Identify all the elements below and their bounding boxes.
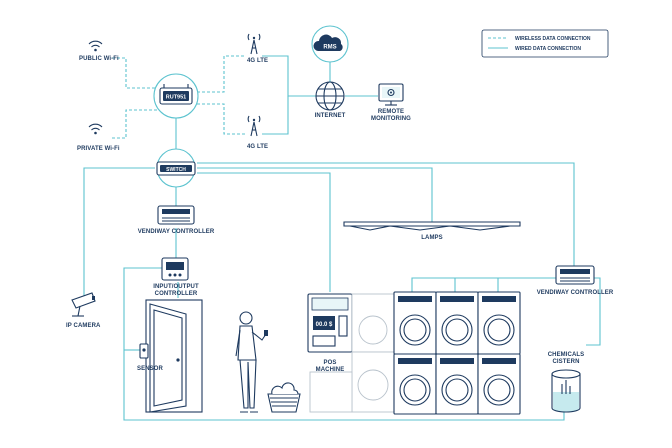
wire-io-sensor — [123, 267, 162, 350]
vendiway-controller-icon — [157, 205, 195, 225]
rms-label: RMS — [323, 45, 336, 51]
ip-camera-label: IP CAMERA — [66, 323, 101, 329]
chemicals-cistern-icon — [551, 369, 581, 413]
washer-6 — [477, 353, 521, 415]
wire-vendiway-chem — [586, 277, 601, 346]
washer-2 — [435, 291, 479, 355]
private-wifi-icon — [88, 123, 103, 135]
wire-bottom-bus — [123, 350, 565, 421]
legend-wired-label: WIRED DATA CONNECTION — [515, 46, 581, 52]
wire-lte-bottom-internet — [262, 96, 289, 135]
wireless-link-public-wifi — [112, 57, 158, 89]
legend-wireless-label: WIRELESS DATA CONNECTION — [515, 36, 591, 42]
vendiway-controller-right-icon — [555, 265, 595, 285]
person-icon — [235, 311, 268, 413]
lte-bottom-antenna-icon — [247, 115, 261, 137]
washer-machines — [393, 291, 521, 415]
legend: WIRELESS DATA CONNECTION WIRED DATA CONN… — [481, 29, 609, 58]
private-wifi-label: PRIVATE Wi-Fi — [77, 146, 120, 152]
pos-screen-value: 00.0 $ — [316, 322, 333, 328]
public-wifi-label: PUBLIC Wi-Fi — [79, 56, 119, 62]
washer-1 — [393, 291, 437, 355]
wire-vendiway-washer-1 — [411, 277, 556, 292]
washer-4 — [393, 353, 437, 415]
wire-switch-pos — [197, 172, 331, 292]
chemicals-label-1: CHEMICALS — [548, 352, 585, 358]
washer-5 — [435, 353, 479, 415]
chemicals-label-2: CISTERN — [552, 359, 579, 365]
io-controller-label-2: CONTROLLER — [155, 291, 198, 297]
wire-switch-camera — [83, 167, 155, 296]
wire-switch-vendiway-right — [197, 162, 575, 266]
router-device: RUT951 — [153, 73, 199, 119]
rms-cloud-icon: RMS — [311, 25, 349, 63]
switch-label: SWITCH — [166, 167, 186, 173]
laundry-basket-icon — [267, 382, 301, 413]
wireless-connections — [112, 55, 246, 139]
pos-machine-icon: 00.0 $ — [307, 293, 353, 353]
internet-globe-icon — [315, 81, 345, 111]
remote-monitoring-label-2: MONITORING — [371, 116, 411, 122]
lamps-label: LAMPS — [421, 235, 443, 241]
wired-connections — [83, 55, 601, 421]
wireless-link-lte-top — [192, 55, 246, 93]
io-controller-label-1: INPUT/OUTPUT — [153, 284, 199, 290]
router-label: RUT951 — [166, 95, 186, 101]
sensor-icon — [139, 343, 149, 359]
vendiway-controller-label: VENDIWAY CONTROLLER — [138, 229, 215, 235]
door-icon — [145, 299, 203, 413]
washer-3 — [477, 291, 521, 355]
vendiway-controller-right-label: VENDIWAY CONTROLLER — [537, 290, 614, 296]
ip-camera-icon — [71, 292, 96, 317]
pos-label-1: POS — [324, 360, 337, 366]
lte-bottom-label: 4G LTE — [247, 144, 268, 150]
internet-label: INTERNET — [315, 113, 346, 119]
lte-top-antenna-icon — [247, 33, 261, 55]
wire-lte-top-internet — [262, 55, 316, 97]
pos-label-2: MACHINE — [316, 367, 345, 373]
sensor-label: SENSOR — [137, 366, 164, 372]
wireless-link-lte-bottom — [192, 103, 246, 135]
lamps-icon — [343, 221, 521, 231]
wireless-link-private-wifi — [112, 109, 158, 139]
public-wifi-icon — [88, 40, 103, 52]
remote-monitoring-label-1: REMOTE — [378, 109, 404, 115]
io-controller-icon — [161, 257, 189, 281]
wire-switch-lamps — [197, 167, 433, 222]
monitor-icon — [378, 83, 404, 106]
lte-top-label: 4G LTE — [247, 58, 268, 64]
switch-device: SWITCH — [156, 148, 196, 188]
background-washers — [309, 293, 395, 413]
